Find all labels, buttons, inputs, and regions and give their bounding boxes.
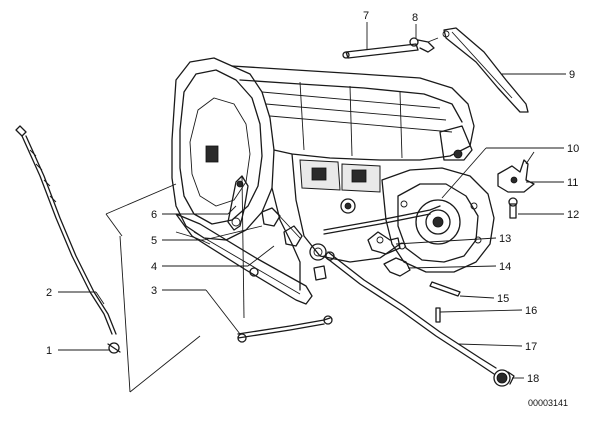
dashed-reference-outline bbox=[105, 183, 211, 393]
selector-linkage bbox=[227, 175, 333, 343]
upper-parts bbox=[342, 27, 529, 113]
callout-12: 12 bbox=[567, 209, 579, 221]
callout-10: 10 bbox=[567, 143, 579, 155]
right-side-parts bbox=[323, 151, 535, 387]
callout-15: 15 bbox=[497, 293, 509, 305]
callout-14: 14 bbox=[499, 261, 511, 273]
callout-4: 4 bbox=[151, 261, 157, 273]
dipstick-assembly bbox=[15, 125, 121, 354]
callout-17: 17 bbox=[525, 341, 537, 353]
callout-8: 8 bbox=[412, 12, 418, 24]
callout-16: 16 bbox=[525, 305, 537, 317]
callout-18: 18 bbox=[527, 373, 539, 385]
leader-lines bbox=[58, 22, 566, 379]
callout-11: 11 bbox=[567, 177, 578, 189]
callout-13: 13 bbox=[499, 233, 511, 245]
callout-9: 9 bbox=[569, 69, 575, 81]
callout-6: 6 bbox=[151, 209, 157, 221]
port-left bbox=[311, 167, 327, 181]
callout-3: 3 bbox=[151, 285, 157, 297]
catalog-number: 00003141 bbox=[528, 398, 568, 408]
callout-1: 1 bbox=[46, 345, 52, 357]
callout-5: 5 bbox=[151, 235, 157, 247]
callout-2: 2 bbox=[46, 287, 52, 299]
port-right bbox=[351, 169, 367, 183]
callout-labels: 1 2 3 4 5 6 7 8 9 10 11 12 13 14 15 16 1… bbox=[46, 10, 579, 385]
bell-housing-window bbox=[205, 145, 219, 163]
transmission-housing bbox=[171, 57, 495, 305]
callout-7: 7 bbox=[363, 10, 369, 22]
